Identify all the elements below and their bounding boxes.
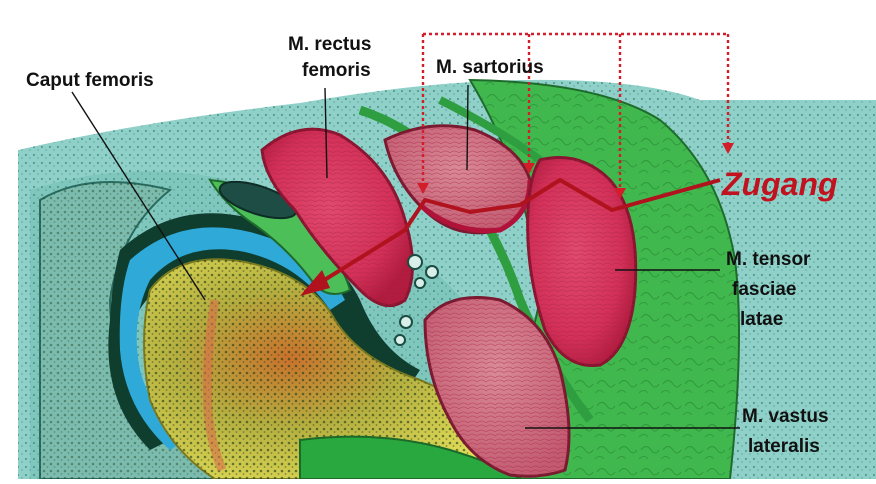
label-caput-femoris: Caput femoris bbox=[26, 70, 154, 91]
label-zugang: Zugang bbox=[721, 166, 838, 202]
label-tensor-line2: fasciae bbox=[732, 279, 796, 300]
label-vastus-line1: M. vastus bbox=[742, 406, 829, 427]
label-vastus-line2: lateralis bbox=[748, 436, 820, 457]
label-tensor-line1: M. tensor bbox=[726, 249, 811, 270]
label-rectus-femoris-line2: femoris bbox=[302, 60, 371, 81]
label-rectus-femoris-line1: M. rectus bbox=[288, 34, 371, 55]
label-sartorius: M. sartorius bbox=[436, 57, 544, 78]
label-tensor-line3: latae bbox=[740, 309, 783, 330]
